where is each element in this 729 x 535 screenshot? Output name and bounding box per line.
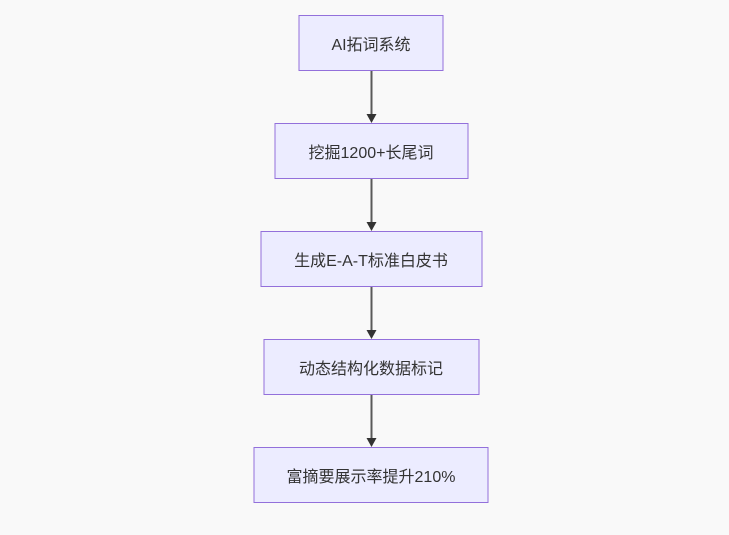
flow-node-label: 挖掘1200+长尾词 bbox=[308, 145, 434, 162]
edge-line bbox=[370, 287, 372, 330]
arrowhead-down-icon bbox=[366, 114, 376, 123]
flow-node-label: 生成E-A-T标准白皮书 bbox=[294, 253, 448, 270]
flow-node-label: 动态结构化数据标记 bbox=[298, 361, 443, 378]
flow-node-label: 富摘要展示率提升210% bbox=[286, 469, 456, 486]
flow-node-eat-whitepaper: 生成E-A-T标准白皮书 bbox=[260, 231, 482, 287]
arrowhead-down-icon bbox=[366, 438, 376, 447]
flow-node-structured-data-markup: 动态结构化数据标记 bbox=[263, 339, 479, 395]
arrowhead-down-icon bbox=[366, 222, 376, 231]
flow-node-ai-expansion-system: AI拓词系统 bbox=[298, 15, 444, 71]
flow-edge-d-e bbox=[365, 395, 377, 447]
flow-node-longtail-keyword-mining: 挖掘1200+长尾词 bbox=[274, 123, 468, 179]
edge-line bbox=[370, 71, 372, 114]
flow-node-label: AI拓词系统 bbox=[331, 37, 411, 54]
flow-edge-b-c bbox=[365, 179, 377, 231]
flowchart: AI拓词系统 挖掘1200+长尾词 生成E-A-T标准白皮书 动态结构化数据标记… bbox=[253, 15, 489, 503]
edge-line bbox=[370, 395, 372, 438]
arrowhead-down-icon bbox=[366, 330, 376, 339]
flow-node-rich-snippet-result: 富摘要展示率提升210% bbox=[253, 447, 489, 503]
flow-edge-c-d bbox=[365, 287, 377, 339]
edge-line bbox=[370, 179, 372, 222]
flow-edge-a-b bbox=[365, 71, 377, 123]
